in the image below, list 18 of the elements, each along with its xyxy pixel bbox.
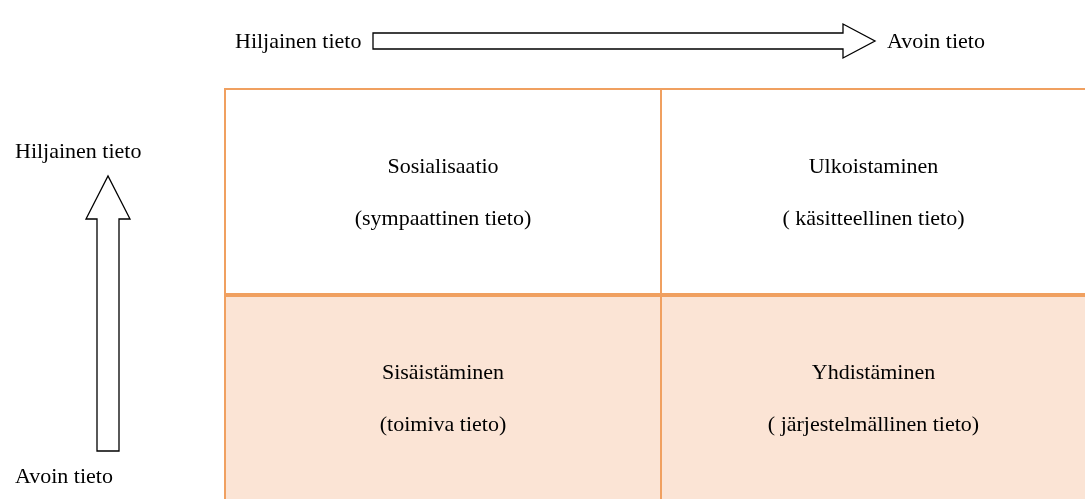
quadrant-subtitle: ( järjestelmällinen tieto) (767, 411, 980, 437)
block-arrow (84, 174, 132, 452)
quadrant-cell (660, 295, 1085, 499)
axis-label: Hiljainen tieto (15, 138, 142, 164)
quadrant-title: Yhdistäminen (811, 359, 936, 385)
quadrant-subtitle: ( käsitteellinen tieto) (782, 204, 965, 231)
axis-label: Avoin tieto (15, 463, 113, 489)
quadrant-cell (224, 88, 662, 297)
quadrant-subtitle: (toimiva tieto) (379, 411, 507, 437)
quadrant-subtitle: (sympaattinen tieto) (354, 204, 532, 231)
quadrant-title: Ulkoistaminen (808, 152, 939, 179)
block-arrow (372, 22, 877, 60)
quadrant-title: Sisäistäminen (381, 359, 505, 385)
quadrant-cell (224, 295, 662, 499)
axis-label: Hiljainen tieto (235, 28, 362, 54)
quadrant-title: Sosialisaatio (387, 152, 499, 179)
quadrant-cell (660, 88, 1085, 297)
axis-label: Avoin tieto (887, 28, 985, 54)
